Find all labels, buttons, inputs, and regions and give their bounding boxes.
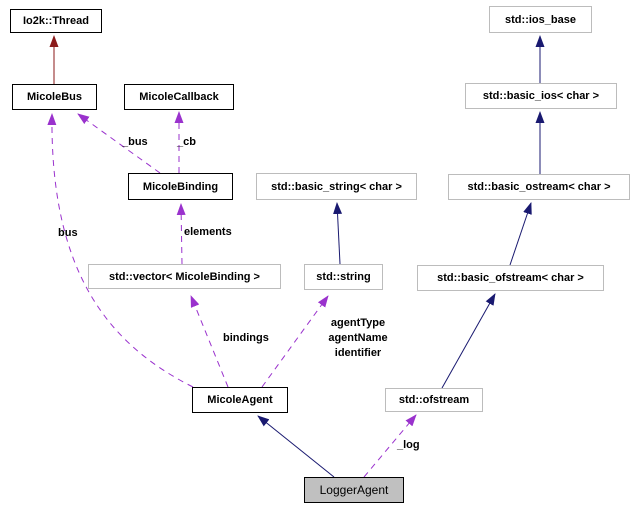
edge-micolebinding-to-micolebus bbox=[77, 113, 161, 174]
node-std-vector-micolebinding[interactable]: std::vector< MicoleBinding > bbox=[88, 264, 281, 289]
node-std-basic-ios-char[interactable]: std::basic_ios< char > bbox=[465, 83, 617, 109]
edge-micoleagent-to-string-label-line: identifier bbox=[334, 347, 382, 359]
edge-micolebinding-to-micolecallback-label: _cb bbox=[177, 136, 196, 148]
edge-vector-to-micolebinding-label: elements bbox=[184, 226, 232, 238]
node-io2k-thread[interactable]: Io2k::Thread bbox=[10, 9, 102, 33]
edge-loggeragent-to-ofstream bbox=[363, 414, 417, 478]
node-std-ofstream[interactable]: std::ofstream bbox=[385, 388, 483, 412]
node-micole-callback[interactable]: MicoleCallback bbox=[124, 84, 234, 110]
edge-vector-to-micolebinding bbox=[176, 203, 186, 265]
node-micole-agent[interactable]: MicoleAgent bbox=[192, 387, 288, 413]
edge-micoleagent-to-vector bbox=[190, 295, 229, 388]
node-std-basic-ofstream-char[interactable]: std::basic_ofstream< char > bbox=[417, 265, 604, 291]
node-logger-agent: LoggerAgent bbox=[304, 477, 404, 503]
edge-micoleagent-to-micolebus-label: bus bbox=[58, 227, 78, 239]
edge-loggeragent-to-ofstream-label: _log bbox=[397, 439, 420, 451]
edge-micolebinding-to-micolebus-label: _bus bbox=[122, 136, 148, 148]
edge-micoleagent-to-micolebus bbox=[47, 113, 194, 388]
edge-basicofstream-to-basicostream bbox=[509, 202, 532, 266]
node-micole-bus[interactable]: MicoleBus bbox=[12, 84, 97, 110]
edge-micoleagent-to-vector-label: bindings bbox=[223, 332, 269, 344]
edge-loggeragent-to-micoleagent bbox=[257, 415, 335, 478]
node-micole-binding[interactable]: MicoleBinding bbox=[128, 173, 233, 200]
node-std-string[interactable]: std::string bbox=[304, 264, 383, 290]
edge-ofstream-to-basicofstream bbox=[441, 293, 496, 389]
edge-micoleagent-to-string bbox=[261, 295, 329, 388]
node-std-basic-ostream-char[interactable]: std::basic_ostream< char > bbox=[448, 174, 630, 200]
edge-micoleagent-to-string-label-line: agentName bbox=[328, 332, 388, 344]
node-std-basic-string-char[interactable]: std::basic_string< char > bbox=[256, 173, 417, 200]
edge-string-to-basicstring bbox=[333, 202, 343, 265]
node-std-ios-base[interactable]: std::ios_base bbox=[489, 6, 592, 33]
edge-micoleagent-to-string-label-line: agentType bbox=[330, 317, 386, 329]
edge-micoleagent-to-string-label: agentType agentName identifier bbox=[318, 316, 398, 361]
